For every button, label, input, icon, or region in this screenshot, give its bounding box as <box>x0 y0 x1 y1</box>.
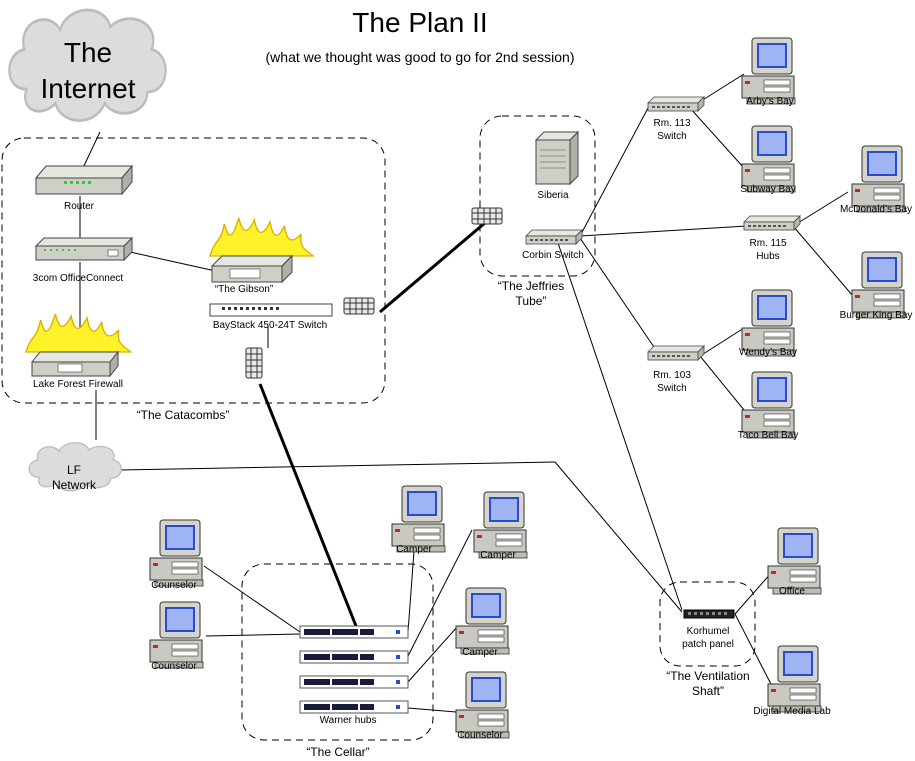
computer-icon <box>149 519 204 587</box>
zone-ventilation-shaft <box>659 581 756 667</box>
rm115-hubs-icon <box>743 215 801 231</box>
rm103-label-1: Rm. 103 <box>653 370 691 381</box>
computer-icon <box>767 527 822 595</box>
backbone-link-cellar <box>258 383 358 627</box>
computer-icon <box>741 125 796 193</box>
warner-hub-icon <box>299 650 409 664</box>
corbin-switch-icon <box>525 229 583 245</box>
router-icon <box>34 164 134 196</box>
rm113-label-2: Switch <box>657 131 686 142</box>
warner-hub-icon <box>299 700 409 714</box>
backbone-link-jeffries <box>379 220 487 314</box>
camper-1-label: Camper <box>396 544 432 555</box>
lf-network-label-1: LF <box>67 463 81 477</box>
digital-media-lab-label: Digital Media Lab <box>753 706 831 717</box>
zone-ventilation-label-1: “The Ventilation <box>666 669 749 683</box>
wendys-bay-label: Wendy’s Bay <box>739 347 797 358</box>
officeconnect-label: 3com OfficeConnect <box>33 273 124 284</box>
korhumel-label-1: Korhumel <box>687 626 730 637</box>
rm103-switch-icon <box>647 345 705 361</box>
internet-label-1: The <box>64 37 112 68</box>
rm113-switch-icon <box>647 96 705 112</box>
zone-jeffries-label-2: Tube” <box>516 294 547 308</box>
zone-catacombs-label: “The Catacombs” <box>137 408 230 422</box>
counselor-2-label: Counselor <box>151 661 197 672</box>
zone-cellar-label: “The Cellar” <box>306 745 369 759</box>
siberia-label: Siberia <box>537 190 569 201</box>
transceiver-east-icon <box>343 297 375 315</box>
computer-icon <box>851 145 906 213</box>
officeconnect-icon <box>34 236 134 262</box>
office-label: Office <box>779 586 805 597</box>
zone-catacombs <box>1 137 386 404</box>
page-title: The Plan II <box>352 7 487 38</box>
rm115-label-2: Hubs <box>756 251 779 262</box>
rm103-label-2: Switch <box>657 383 686 394</box>
zone-ventilation-label-2: Shaft” <box>692 684 724 698</box>
burger-king-bay-label: Burger King Bay <box>840 310 913 321</box>
rm115-label-1: Rm. 115 <box>749 238 786 249</box>
computer-icon <box>851 251 906 319</box>
transceiver-south-icon <box>245 347 263 379</box>
page-subtitle: (what we thought was good to go for 2nd … <box>266 49 575 65</box>
camper-2-label: Camper <box>480 550 516 561</box>
zone-cellar <box>241 563 434 741</box>
router-label: Router <box>64 201 95 212</box>
network-links <box>79 73 854 713</box>
warner-hubs-label: Warner hubs <box>320 715 377 726</box>
subway-bay-label: Subway Bay <box>740 184 796 195</box>
lf-network-label-2: Network <box>52 478 97 492</box>
computer-icon <box>767 645 822 713</box>
firewall-fire-icon <box>25 313 132 353</box>
taco-bell-bay-label: Taco Bell Bay <box>738 430 799 441</box>
camper-3-label: Camper <box>462 647 498 658</box>
corbin-switch-label: Corbin Switch <box>522 250 584 261</box>
korhumel-label-2: patch panel <box>682 639 734 650</box>
transceiver-jeffries-icon <box>471 207 503 225</box>
siberia-server-icon <box>534 130 580 186</box>
computer-icon <box>455 671 510 739</box>
baystack-switch-icon <box>209 303 333 317</box>
counselor-1-label: Counselor <box>151 580 197 591</box>
computer-icon <box>391 485 446 553</box>
warner-hub-icon <box>299 625 409 639</box>
mcdonalds-bay-label: McDonald’s Bay <box>840 204 912 215</box>
firewall-icon <box>30 350 120 378</box>
computer-icon <box>741 37 796 105</box>
computer-icon <box>455 587 510 655</box>
patch-panel-icon <box>683 609 735 619</box>
arbys-bay-label: Arby’s Bay <box>746 96 794 107</box>
firewall-label: Lake Forest Firewall <box>33 379 123 390</box>
gibson-server-icon <box>210 254 294 284</box>
computer-icon <box>149 601 204 669</box>
counselor-3-label: Counselor <box>457 730 503 741</box>
rm113-label-1: Rm. 113 <box>653 118 690 129</box>
computer-icon <box>741 371 796 439</box>
gibson-fire-icon <box>209 217 314 257</box>
computer-icon <box>473 491 528 559</box>
internet-label-2: Internet <box>41 73 136 104</box>
zone-jeffries-tube <box>479 115 596 277</box>
zone-jeffries-label-1: “The Jeffries <box>498 279 564 293</box>
baystack-label: BayStack 450-24T Switch <box>213 320 327 331</box>
gibson-label: “The Gibson” <box>215 284 273 295</box>
warner-hub-icon <box>299 675 409 689</box>
